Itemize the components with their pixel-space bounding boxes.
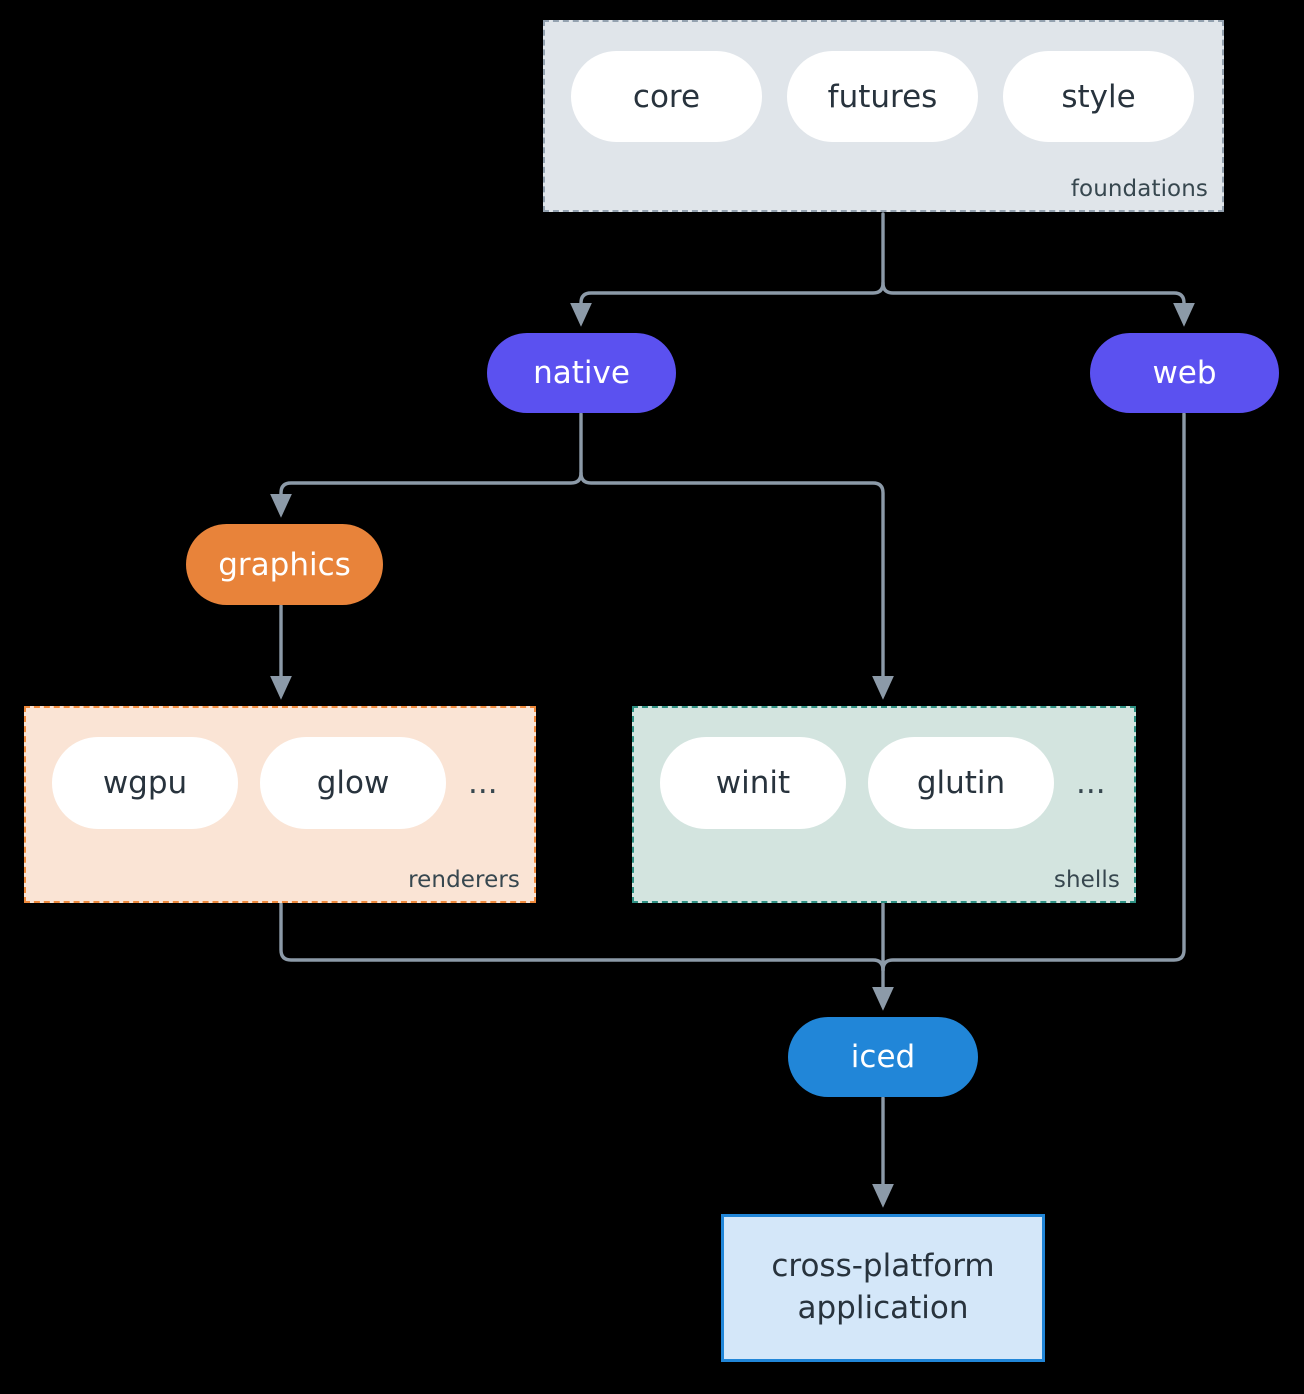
pill-glow[interactable]: glow: [260, 737, 446, 829]
pill-wgpu[interactable]: wgpu: [52, 737, 238, 829]
node-iced[interactable]: iced: [788, 1017, 978, 1097]
group-label-foundations: foundations: [1070, 176, 1208, 202]
group-label-renderers: renderers: [408, 867, 520, 893]
edge-native-shells: [579, 471, 894, 700]
group-renderers: wgpu glow ... renderers: [24, 706, 536, 903]
edge-foundations-split: [570, 212, 885, 327]
node-cross-platform-application[interactable]: cross-platform application: [721, 1214, 1045, 1362]
node-native[interactable]: native: [487, 333, 676, 413]
renderers-items: wgpu glow ...: [52, 737, 498, 829]
application-line-2: application: [797, 1290, 969, 1326]
group-foundations: core futures style foundations: [543, 20, 1224, 212]
edge-foundations-web: [881, 281, 1195, 327]
pill-winit[interactable]: winit: [660, 737, 846, 829]
renderers-more-ellipsis: ...: [468, 764, 498, 801]
pill-futures[interactable]: futures: [787, 51, 978, 142]
pill-core[interactable]: core: [571, 51, 762, 142]
edge-renderers-iced: [279, 902, 894, 1011]
shells-items: winit glutin ...: [660, 737, 1106, 829]
node-web[interactable]: web: [1090, 333, 1279, 413]
node-graphics[interactable]: graphics: [186, 524, 383, 605]
group-label-shells: shells: [1053, 867, 1120, 893]
shells-more-ellipsis: ...: [1076, 764, 1106, 801]
group-shells: winit glutin ... shells: [632, 706, 1136, 903]
foundations-items: core futures style: [571, 51, 1194, 142]
application-line-1: cross-platform: [771, 1248, 995, 1285]
pill-style[interactable]: style: [1003, 51, 1194, 142]
pill-glutin[interactable]: glutin: [868, 737, 1054, 829]
edge-native-graphics: [270, 412, 583, 518]
